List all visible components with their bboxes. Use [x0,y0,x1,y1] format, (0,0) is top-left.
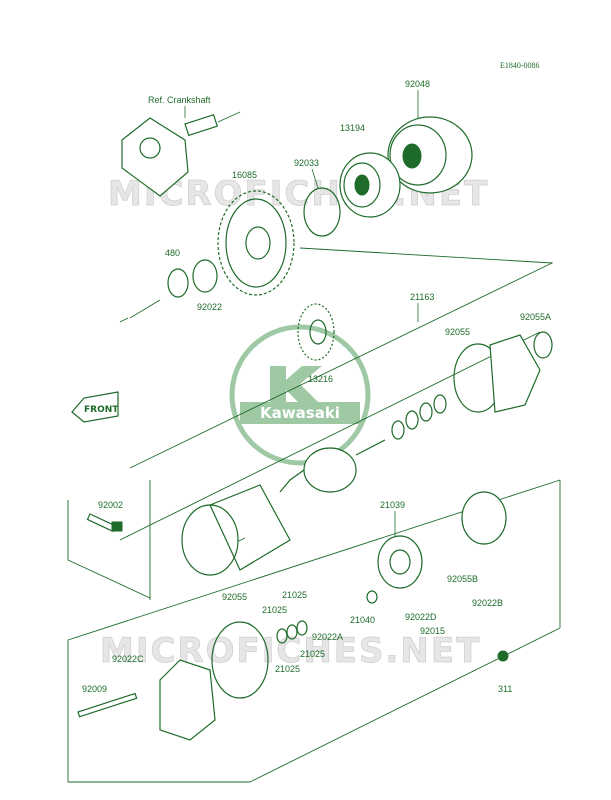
label-92055-bottom: 92055 [222,592,247,602]
brush-holder [461,491,507,545]
logo-text: Kawasaki [260,404,340,422]
armature-washers [391,394,447,440]
yoke [181,484,291,576]
label-13216: 13216 [308,374,333,384]
logo-ring [229,324,371,466]
kawasaki-logo: Kawasaki [229,324,371,466]
label-92009: 92009 [82,684,107,694]
front-label: FRONT [84,405,119,415]
bottom-end-cover [159,659,216,741]
logo-k-mark [270,366,322,406]
part-13216: 13216 [297,303,335,384]
part-92033: 92033 [294,158,341,237]
label-92055A: 92055A [520,312,551,322]
label-13194: 13194 [340,123,365,133]
label-92022: 92022 [197,302,222,312]
watermark-bottom: MICROFICHES.NET [100,631,481,671]
part-92055-bottom [211,621,269,699]
label-92022A: 92022A [312,632,343,642]
reference-label: Ref. Crankshaft [148,95,211,105]
part-92048: 92048 [387,79,473,194]
part-92055A [533,331,553,359]
label-92015: 92015 [420,626,445,636]
part-21040 [366,590,378,604]
part-16085: 16085 [217,170,295,296]
part-21025-washers [276,620,308,644]
part-480: 480 [165,248,189,298]
label-21025-d: 21025 [300,649,325,659]
label-21025-c: 21025 [275,664,300,674]
crankshaft-shaft [184,113,218,137]
label-92022B: 92022B [472,598,503,608]
brush-plate [377,535,423,589]
part-92022: 92022 [192,259,222,312]
label-21025-a: 21025 [282,590,307,600]
crankshaft-reference: Ref. Crankshaft [121,95,241,197]
part-311 [497,650,509,662]
label-92002: 92002 [98,500,123,510]
label-21163: 21163 [410,292,434,302]
label-92022D: 92022D [405,612,437,622]
label-92055B: 92055B [447,574,478,584]
label-16085: 16085 [232,170,257,180]
armature [279,439,386,493]
label-311: 311 [498,684,512,694]
part-92002: 92002 [86,500,123,533]
label-21025-b: 21025 [262,605,287,615]
end-cover [453,334,541,413]
part-92009 [77,692,138,718]
front-arrow: FRONT [71,391,119,423]
label-92022C: 92022C [112,654,144,664]
label-21040: 21040 [350,615,375,625]
label-92033: 92033 [294,158,319,168]
label-480: 480 [165,248,180,258]
diagram-code: E1840-0086 [500,61,540,70]
part-13194: 13194 [339,123,401,218]
label-92055-top: 92055 [445,327,470,337]
label-21039: 21039 [380,500,405,510]
label-92048: 92048 [405,79,430,89]
logo-banner [240,402,360,424]
